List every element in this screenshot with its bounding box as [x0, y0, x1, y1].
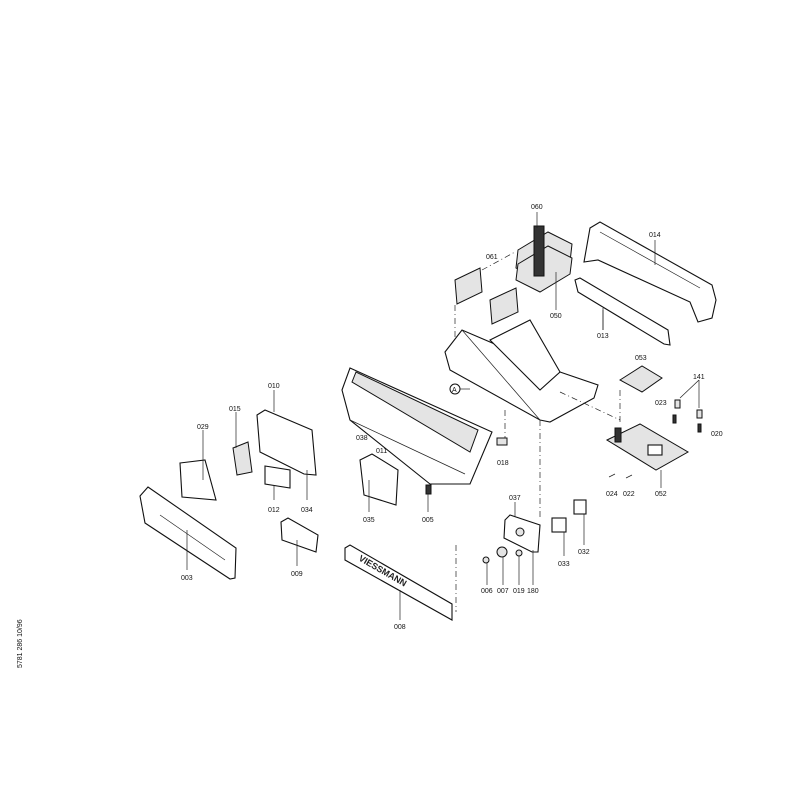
part-label: 007: [497, 588, 509, 595]
part-label: 006: [481, 588, 493, 595]
part-label: 037: [509, 495, 521, 502]
part-label: 052: [655, 491, 667, 498]
part-label: 022: [623, 491, 635, 498]
part-front-frame: [341, 367, 493, 485]
part-052-mainboard: [605, 423, 690, 488]
part-018-clip: [496, 437, 508, 446]
part-label: 013: [597, 333, 609, 340]
part-007-knob: [496, 546, 508, 558]
part-label: 019: [513, 588, 525, 595]
part-label: 033: [558, 561, 570, 568]
part-005-screw: [425, 484, 432, 495]
part-010-housing: [256, 390, 317, 476]
part-label: 141: [693, 374, 705, 381]
part-chassis-tray: [444, 319, 621, 520]
part-label: 003: [181, 575, 193, 582]
part-label: 015: [229, 406, 241, 413]
part-label: 061: [486, 254, 498, 261]
part-035-module: [359, 453, 399, 506]
part-label: 010: [268, 383, 280, 390]
part-label: 035: [363, 517, 375, 524]
part-008-logo-panel: VIESSMANN: [344, 544, 453, 621]
part-label: 018: [497, 460, 509, 467]
part-050-board: [515, 212, 573, 310]
part-label: 023: [655, 400, 667, 407]
part-003-front-door: [139, 486, 237, 580]
part-label: 008: [394, 624, 406, 631]
part-006-nut: [482, 556, 490, 564]
part-label: 014: [649, 232, 661, 239]
part-141-spacers: [672, 379, 703, 433]
part-label: 060: [531, 204, 543, 211]
part-015-bracket: [232, 441, 253, 476]
part-label: 032: [578, 549, 590, 556]
part-024-screw: [608, 473, 616, 478]
part-label: 011: [376, 448, 387, 455]
callout-marker-a: A: [449, 383, 470, 395]
part-013-rail: [574, 277, 671, 346]
part-label: 038: [356, 435, 368, 442]
part-061-filters: [454, 251, 519, 345]
leader-lines: [186, 310, 604, 620]
part-label: 024: [606, 491, 618, 498]
part-label: 180: [527, 588, 539, 595]
part-053-board: [619, 365, 663, 425]
part-032-switch: [573, 499, 587, 515]
part-022-screw: [625, 474, 633, 479]
part-037-control-plate: [503, 514, 541, 553]
part-019-nut: [515, 549, 523, 557]
part-label: 050: [550, 313, 562, 320]
drawing-code: 5781 286 10/96: [17, 619, 24, 668]
part-label: 009: [291, 571, 303, 578]
part-014-top-cover: [583, 221, 717, 323]
part-label: 012: [268, 507, 280, 514]
part-label: 020: [711, 431, 723, 438]
part-029-cover: [179, 459, 217, 501]
part-009-cover-strip: [280, 517, 319, 553]
part-012-insert: [264, 465, 291, 489]
part-label: 053: [635, 355, 647, 362]
part-label: 034: [301, 507, 313, 514]
callout-marker-label: A: [452, 387, 457, 394]
part-033-thermostat: [551, 517, 567, 533]
part-labels: 060 061 050 014 013 053 141 023 020 052 …: [181, 204, 723, 631]
part-label: 029: [197, 424, 209, 431]
part-label: 005: [422, 517, 434, 524]
